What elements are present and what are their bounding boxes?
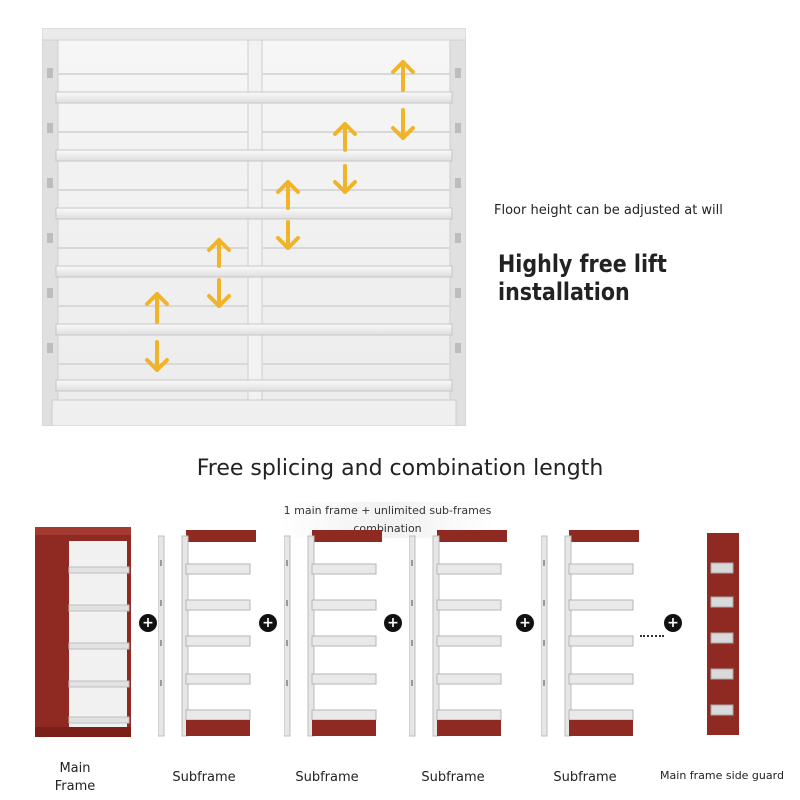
subframe-label: Subframe (172, 770, 236, 785)
plus-circle-icon: + (516, 614, 534, 632)
plus-circle-icon: + (384, 614, 402, 632)
floor-height-caption: Floor height can be adjusted at will (494, 203, 723, 218)
up-down-arrow-icon (332, 120, 358, 196)
up-down-arrow-icon (206, 236, 232, 310)
combination-note-line1: 1 main frame + unlimited sub-frames (283, 504, 492, 517)
plus-circle-icon: + (259, 614, 277, 632)
main-frame-label-line2: Frame (54, 779, 96, 794)
subframe-image (284, 530, 382, 738)
dotted-connector (640, 635, 664, 637)
plus-circle-icon: + (139, 614, 157, 632)
main-frame-label: Main Frame (50, 760, 100, 796)
splicing-heading: Free splicing and combination length (196, 456, 604, 481)
subframe-label: Subframe (553, 770, 617, 785)
subframe-image (409, 530, 507, 738)
subframe-image (541, 530, 639, 738)
subframe-label: Subframe (295, 770, 359, 785)
combination-note: 1 main frame + unlimited sub-frames comb… (280, 502, 495, 538)
side-guard-label: Main frame side guard (660, 769, 784, 782)
subframe-image (158, 530, 256, 738)
main-frame-image (35, 527, 131, 737)
adjustable-shelf-image (42, 28, 466, 426)
subframe-label: Subframe (421, 770, 485, 785)
main-frame-label-line1: Main (59, 761, 91, 776)
plus-circle-icon: + (664, 614, 682, 632)
lift-installation-heading: Highly free lift installation (498, 250, 667, 306)
up-down-arrow-icon (390, 58, 416, 142)
up-down-arrow-icon (275, 178, 301, 252)
side-guard-image (707, 533, 739, 735)
up-down-arrow-icon (144, 290, 170, 374)
